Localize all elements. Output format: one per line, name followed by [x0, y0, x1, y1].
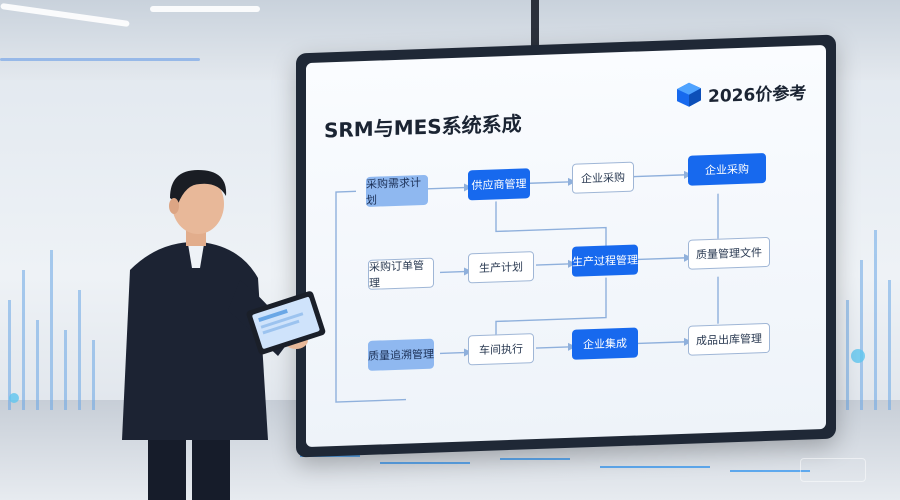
flow-node: 质量管理文件 — [688, 236, 770, 270]
flow-node: 生产过程管理 — [572, 244, 638, 277]
flow-node: 企业采购 — [572, 161, 634, 194]
flow-node: 采购订单管理 — [368, 257, 434, 290]
ceiling-mount-pole — [531, 0, 539, 48]
ceiling-light — [0, 58, 200, 61]
businessman-holding-tablet — [122, 170, 326, 500]
flow-node: 企业集成 — [572, 327, 638, 360]
watermark — [800, 458, 866, 482]
flow-node: 质量追溯管理 — [368, 338, 434, 371]
flow-node: 供应商管理 — [468, 168, 530, 201]
cube-logo-icon — [677, 82, 701, 107]
flow-connectors — [335, 170, 719, 403]
flow-node: 企业采购 — [688, 153, 766, 186]
flow-node: 车间执行 — [468, 333, 534, 366]
display-board: SRM与MES系统系成 2026价参考 — [296, 34, 836, 458]
ceiling-light — [150, 6, 260, 12]
flow-node: 采购需求计划 — [366, 174, 428, 207]
board-screen: SRM与MES系统系成 2026价参考 — [306, 44, 826, 448]
flow-node: 生产计划 — [468, 251, 534, 284]
flow-node: 成品出库管理 — [688, 322, 770, 356]
board-logo: 2026价参考 — [676, 78, 806, 109]
